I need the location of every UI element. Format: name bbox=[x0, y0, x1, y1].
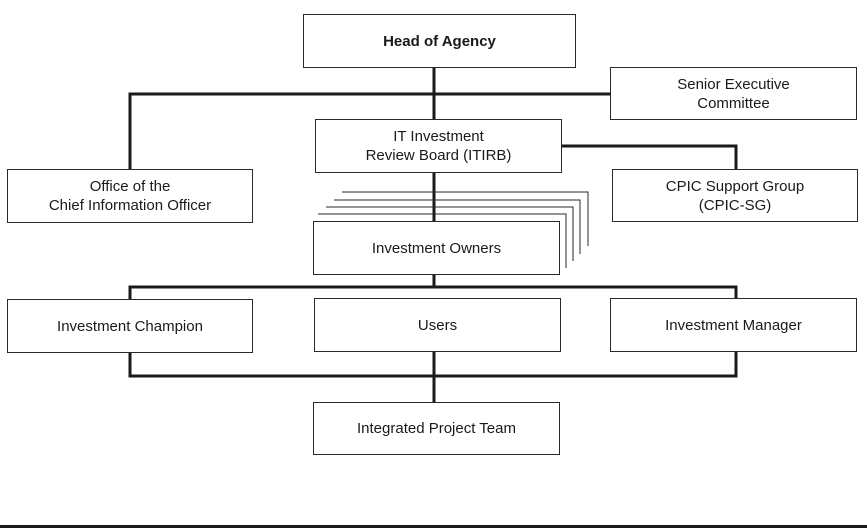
node-users: Users bbox=[314, 298, 561, 352]
node-label: CPIC Support Group (CPIC-SG) bbox=[665, 177, 805, 214]
node-label: Users bbox=[417, 316, 458, 334]
node-label: Integrated Project Team bbox=[357, 420, 516, 437]
node-ocio: Office of the Chief Information Officer bbox=[7, 169, 253, 223]
node-investment-manager: Investment Manager bbox=[610, 298, 857, 352]
thin-line-3 bbox=[326, 206, 574, 261]
node-head-of-agency: Head of Agency bbox=[303, 14, 576, 68]
node-label: IT Investment Review Board (ITIRB) bbox=[365, 128, 512, 164]
node-label: Investment Owners bbox=[371, 239, 502, 257]
node-investment-owners: Investment Owners bbox=[313, 221, 560, 275]
node-itirb: IT Investment Review Board (ITIRB) bbox=[315, 119, 562, 173]
node-investment-champion: Investment Champion bbox=[7, 299, 253, 353]
node-label: Office of the Chief Information Officer bbox=[48, 178, 212, 214]
node-label: Investment Manager bbox=[665, 316, 802, 334]
thin-line-1 bbox=[342, 191, 589, 246]
node-label: Investment Champion bbox=[57, 317, 203, 335]
thin-line-2 bbox=[334, 199, 581, 254]
bottom-rule bbox=[0, 525, 867, 528]
thin-line-4 bbox=[318, 213, 567, 268]
node-integrated-project-team: Integrated Project Team bbox=[313, 402, 560, 455]
node-senior-executive-committee: Senior Executive Committee bbox=[610, 67, 857, 120]
node-label: Head of Agency bbox=[383, 32, 496, 50]
node-cpic-support-group: CPIC Support Group (CPIC-SG) bbox=[612, 169, 858, 222]
node-label: Senior Executive Committee bbox=[677, 75, 790, 112]
